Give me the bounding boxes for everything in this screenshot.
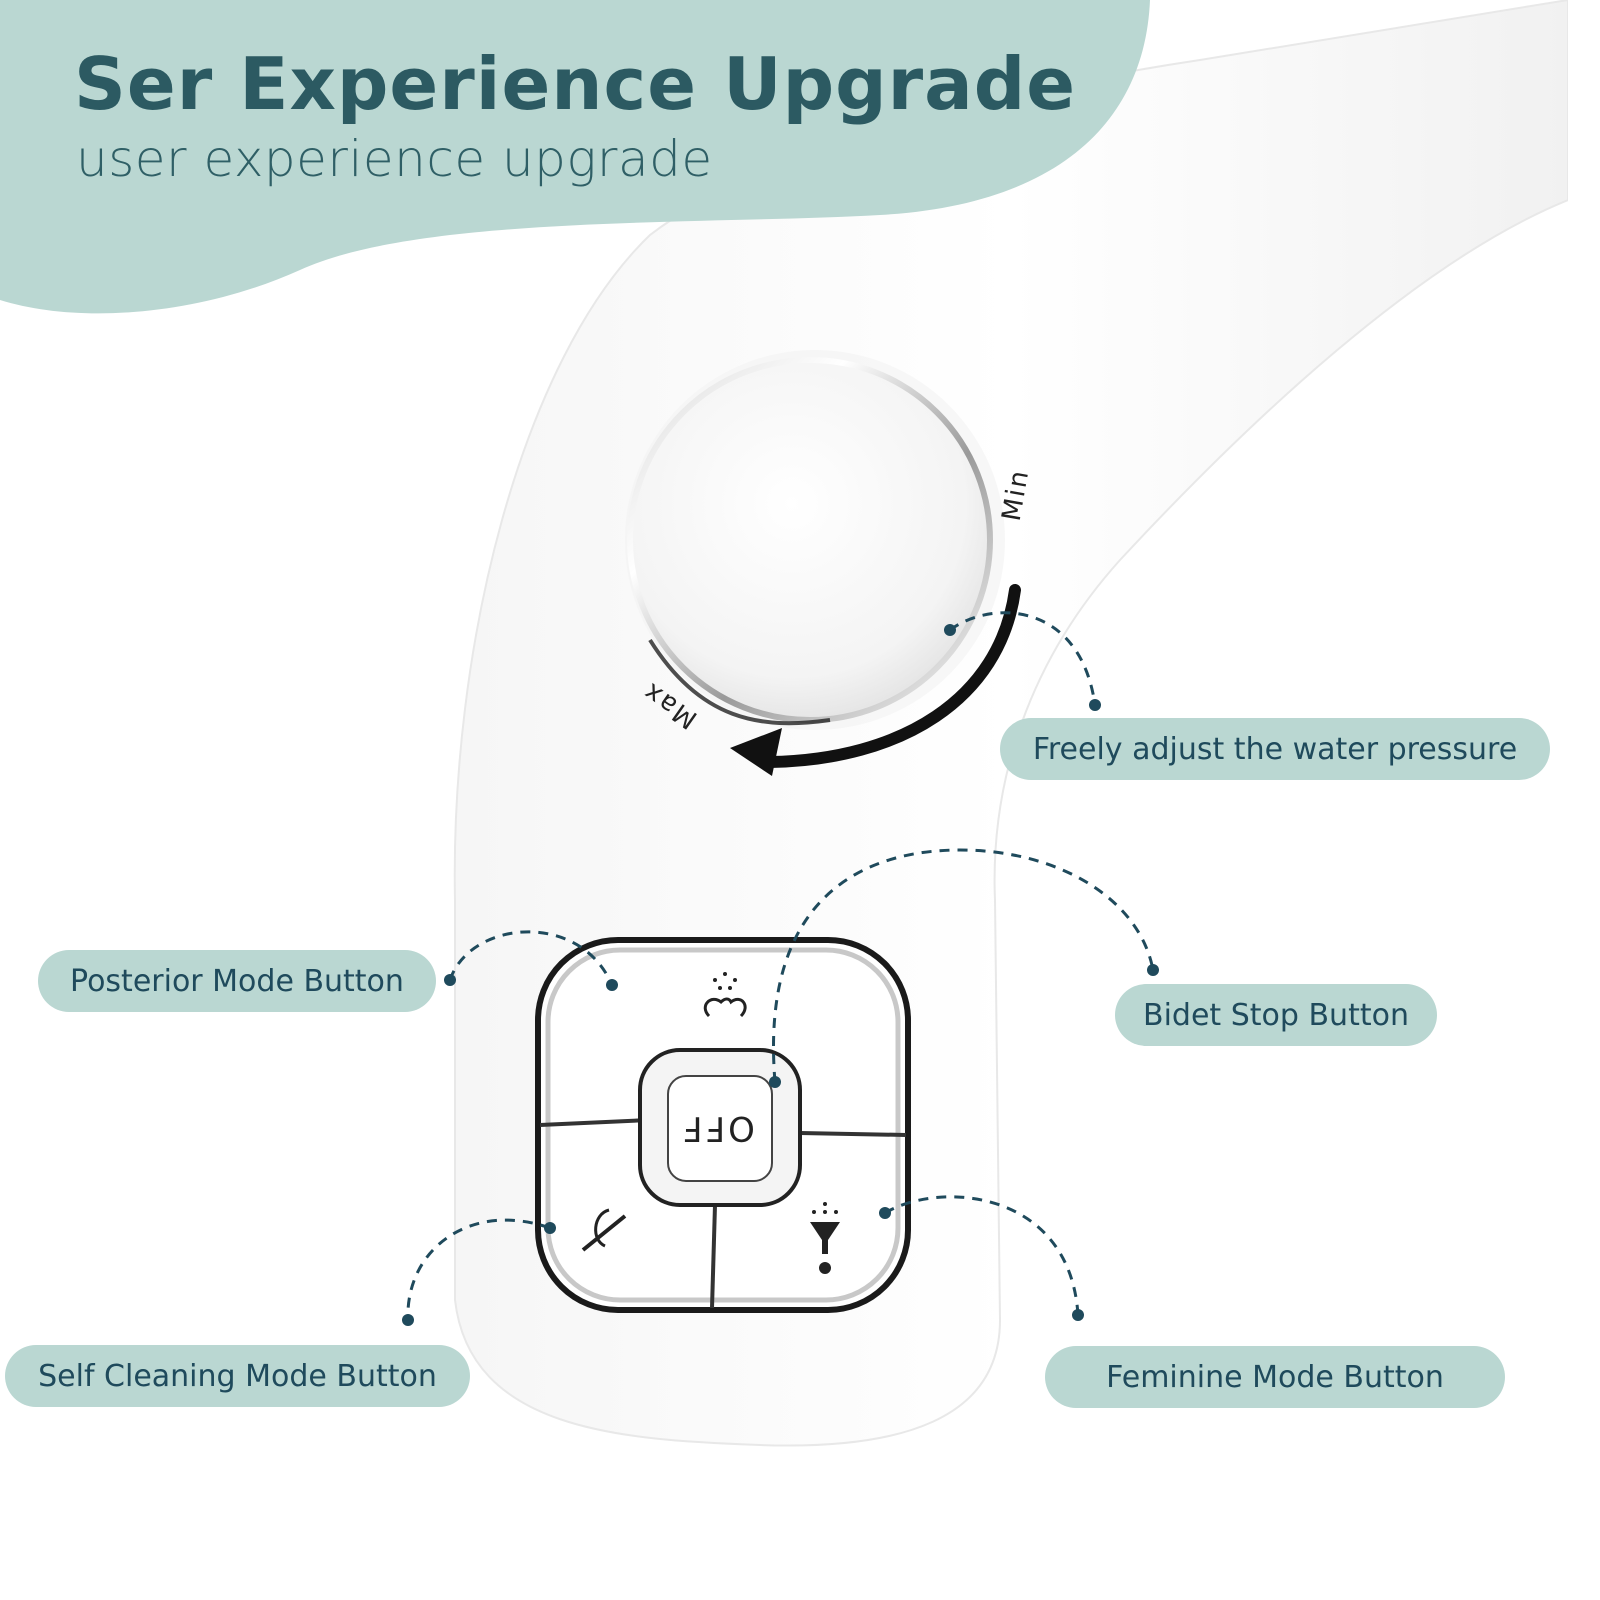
pressure-dial xyxy=(627,357,993,723)
curved-arrow-left-icon xyxy=(764,584,1021,768)
callout-posterior-mode: Posterior Mode Button xyxy=(38,950,436,1012)
callout-feminine-mode: Feminine Mode Button xyxy=(1045,1346,1505,1408)
feminine-spray-icon[interactable] xyxy=(800,1200,850,1280)
callout-bidet-stop: Bidet Stop Button xyxy=(1115,984,1437,1046)
off-button xyxy=(667,1075,773,1182)
page-subtitle: user experience upgrade xyxy=(76,130,713,188)
self-cleaning-nozzle-icon[interactable] xyxy=(575,1200,635,1260)
page-title: Ser Experience Upgrade xyxy=(74,42,1077,126)
callout-self-cleaning-mode: Self Cleaning Mode Button xyxy=(5,1345,470,1407)
header-background-blob xyxy=(0,0,1150,314)
callout-water-pressure: Freely adjust the water pressure xyxy=(1000,718,1550,780)
product-illustration xyxy=(0,0,1568,1447)
off-button-label[interactable]: OFF xyxy=(680,1108,755,1148)
posterior-spray-icon[interactable] xyxy=(695,968,755,1028)
